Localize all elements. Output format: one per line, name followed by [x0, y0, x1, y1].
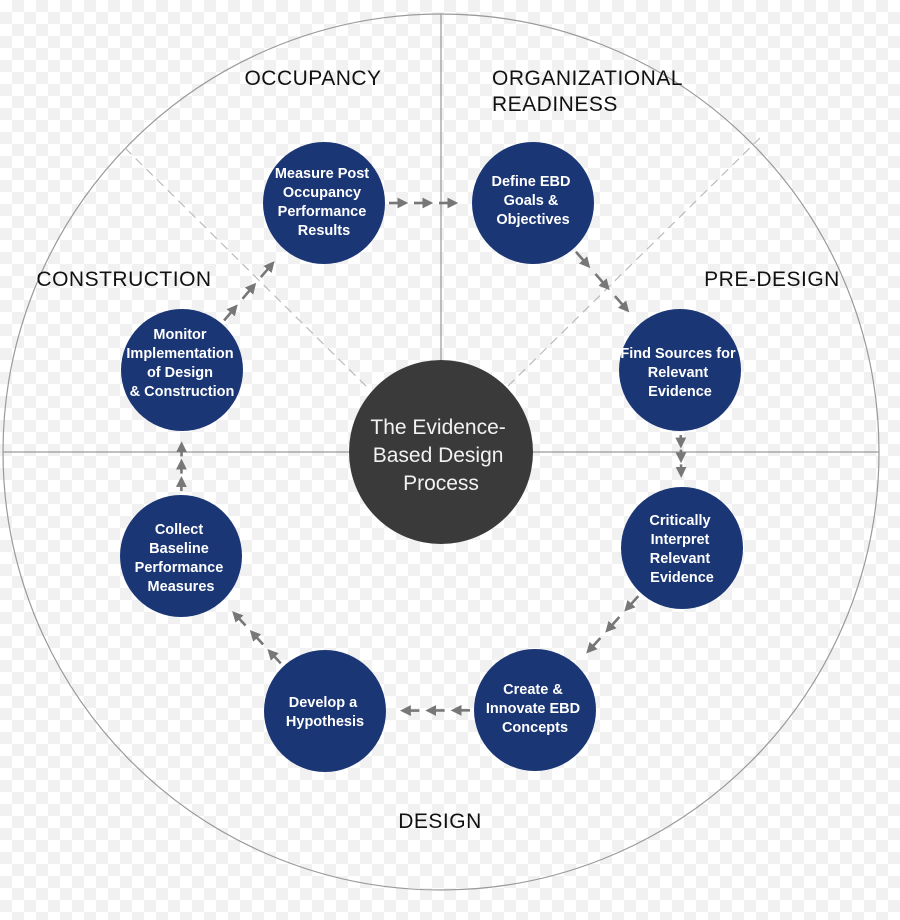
step-find-sources: Find Sources for Relevant Evidence: [619, 309, 741, 431]
flow-arrow-segment: [613, 295, 630, 313]
flow-arrows: [175, 197, 687, 717]
step-label-line: Measure Post: [275, 166, 369, 182]
center-title-line-2: Based Design: [373, 444, 504, 467]
step-label-line: Performance: [278, 204, 367, 220]
flow-arrow-segment: [259, 261, 275, 279]
step-label-line: Evidence: [650, 570, 714, 586]
step-label-line: Interpret: [651, 532, 710, 548]
step-label-line: Collect: [155, 522, 204, 538]
process-steps: Measure Post Occupancy Performance Resul…: [120, 142, 743, 772]
step-label-line: Relevant: [650, 551, 711, 567]
step-critically-interpret: Critically Interpret Relevant Evidence: [621, 487, 743, 609]
step-label-line: of Design: [147, 365, 213, 381]
step-label-line: Performance: [135, 560, 224, 576]
step-label: Create & Innovate EBD Concepts: [486, 682, 584, 736]
flow-arrow-segment: [605, 616, 621, 633]
step-label-line: Create &: [503, 682, 563, 698]
step-circle: [619, 309, 741, 431]
step-circle: [263, 142, 385, 264]
flow-arrow-segment: [223, 304, 238, 322]
step-label-line: Innovate EBD: [486, 701, 580, 717]
step-label-line: Occupancy: [283, 185, 361, 201]
step-label-line: Measures: [148, 579, 215, 595]
step-label-line: Results: [298, 223, 350, 239]
step-label-line: Objectives: [496, 212, 569, 228]
center-node: The Evidence- Based Design Process: [349, 360, 533, 544]
step-circle: [264, 650, 386, 772]
step-label: Develop a Hypothesis: [286, 695, 364, 730]
center-circle: [349, 360, 533, 544]
flow-arrow-segment: [594, 273, 610, 291]
step-label: Find Sources for Relevant Evidence: [620, 346, 739, 400]
flow-arrow-segment: [241, 282, 257, 300]
phase-label-occupancy: OCCUPANCY: [244, 67, 381, 90]
center-title-line-3: Process: [403, 472, 479, 495]
step-circle: [121, 309, 243, 431]
step-create-innovate: Create & Innovate EBD Concepts: [474, 649, 596, 771]
step-collect-baseline: Collect Baseline Performance Measures: [120, 495, 242, 617]
center-title-line-1: The Evidence-: [370, 416, 505, 439]
step-label-line: Develop a: [289, 695, 358, 711]
phase-label-organizational-readiness-line-1: ORGANIZATIONAL: [492, 67, 682, 90]
step-label: Monitor Implementation of Design & Const…: [126, 327, 237, 400]
step-develop-hypothesis: Develop a Hypothesis: [264, 650, 386, 772]
flow-arrow-segment: [574, 250, 591, 269]
step-label-line: Concepts: [502, 720, 568, 736]
step-label: Critically Interpret Relevant Evidence: [649, 513, 714, 586]
flow-arrow-segment: [586, 637, 602, 654]
flow-arrow-segment: [249, 630, 265, 646]
step-label: Define EBD Goals & Objectives: [492, 174, 575, 228]
flow-arrow-segment: [232, 611, 247, 627]
step-circle: [621, 487, 743, 609]
step-circle: [120, 495, 242, 617]
diagonal-divider-left: [124, 147, 369, 389]
step-label-line: Goals &: [504, 193, 559, 209]
step-define-ebd-goals: Define EBD Goals & Objectives: [472, 142, 594, 264]
step-label-line: Baseline: [149, 541, 209, 557]
step-measure-post-occupancy: Measure Post Occupancy Performance Resul…: [263, 142, 385, 264]
step-label-line: & Construction: [130, 384, 235, 400]
step-label-line: Critically: [649, 513, 710, 529]
flow-arrow-segment: [624, 595, 640, 612]
step-label-line: Define EBD: [492, 174, 571, 190]
step-label-line: Hypothesis: [286, 714, 364, 730]
step-label: Measure Post Occupancy Performance Resul…: [275, 166, 373, 239]
center-title: The Evidence- Based Design Process: [370, 416, 511, 495]
step-label-line: Implementation: [126, 346, 233, 362]
phase-label-design: DESIGN: [398, 810, 482, 833]
phase-label-organizational-readiness: ORGANIZATIONAL READINESS: [492, 67, 689, 116]
step-circle: [474, 649, 596, 771]
flow-arrow-segment: [267, 648, 282, 665]
step-label-line: Evidence: [648, 384, 712, 400]
step-label-line: Find Sources for: [620, 346, 736, 362]
phase-label-organizational-readiness-line-2: READINESS: [492, 93, 618, 116]
step-label-line: Relevant: [648, 365, 709, 381]
step-label-line: Monitor: [153, 327, 207, 343]
phase-label-pre-design: PRE-DESIGN: [704, 268, 840, 291]
step-circle: [472, 142, 594, 264]
step-label: Collect Baseline Performance Measures: [135, 522, 228, 595]
step-monitor-implementation: Monitor Implementation of Design & Const…: [121, 309, 243, 431]
phase-label-construction: CONSTRUCTION: [36, 268, 211, 291]
